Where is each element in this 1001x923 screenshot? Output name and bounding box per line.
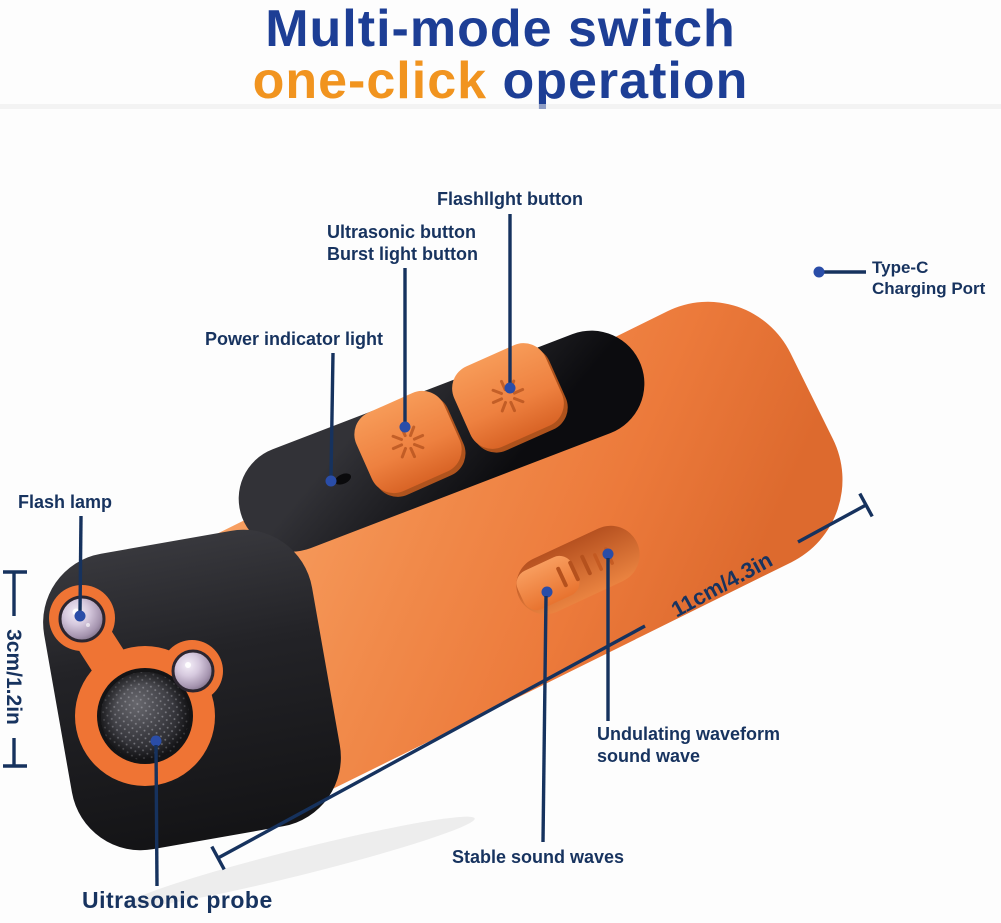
led-sparkle [185, 662, 191, 668]
leader-dot-ultrasonic-button [399, 421, 411, 433]
title-block: Multi-mode switch one-click operation [0, 0, 1001, 107]
label-line: Charging Port [872, 279, 986, 298]
ground-shadow [125, 816, 475, 908]
title-highlight: one-click [252, 52, 488, 110]
slider-rib [593, 553, 603, 571]
label-ultrasonic-burst-button: Ultrasonic button Burst light button [327, 221, 478, 265]
label-flashlight-button: Flashllght button [437, 189, 583, 209]
leader-dot-power-indicator [325, 475, 337, 487]
dim-stem [217, 624, 646, 860]
label-ultrasonic-probe: Uitrasonic probe [82, 887, 273, 913]
led-lens [171, 649, 215, 693]
label-line: Type-C [872, 258, 929, 277]
mesh-vignette [101, 672, 189, 760]
label-line: sound wave [597, 746, 701, 766]
flashlight-button [452, 343, 568, 453]
leader-dot-type-c [813, 266, 825, 278]
flashlight-icon [491, 379, 525, 413]
leader-line-flash-lamp [78, 515, 83, 614]
leader-dot-flash-lamp [74, 610, 86, 622]
label-line: Undulating waveform [597, 724, 781, 744]
title-line2: one-click operation [0, 55, 1001, 107]
label-flash-lamp: Flash lamp [18, 492, 113, 512]
label-undulating-waves: Undulating waveform sound wave [597, 723, 780, 767]
ultrasonic-burst-button [354, 390, 466, 497]
dim-cap [858, 492, 874, 518]
dimension-line-height [3, 570, 27, 768]
leader-dot-ultrasonic-probe [150, 735, 162, 747]
callout-lines [74, 214, 866, 887]
slider-rib [568, 560, 580, 582]
title-rest: operation [487, 52, 749, 110]
power-indicator-dot [334, 473, 352, 485]
flash-lamp-led-right [171, 649, 215, 693]
ultrasonic-burst-icon [391, 425, 425, 459]
leader-line-ultrasonic-probe [154, 744, 159, 887]
ultrasonic-probe-mesh [97, 668, 193, 764]
label-line: Ultrasonic button [327, 222, 476, 242]
leader-dot-stable-waves [541, 586, 553, 598]
leader-dot-flashlight-button [504, 382, 516, 394]
dimension-height-text: 3cm/1.2in [2, 629, 25, 725]
dim-stem [797, 503, 867, 544]
led-sparkle [86, 623, 90, 627]
slider-knob [516, 555, 580, 611]
label-type-c-port: Type-C Charging Port [872, 257, 985, 299]
button-face [452, 343, 564, 449]
slider-rib [580, 554, 592, 576]
title-line1: Multi-mode switch [265, 0, 736, 58]
dimension-line-length [210, 492, 874, 871]
background-band [0, 104, 1001, 109]
leader-dot-undulating-waves [602, 548, 614, 560]
label-power-indicator: Power indicator light [205, 329, 384, 349]
label-line: Burst light button [327, 244, 478, 264]
leader-line-stable-waves [541, 595, 548, 843]
label-stable-waves: Stable sound waves [452, 847, 625, 867]
leader-line-power-indicator [329, 352, 335, 479]
button-face [354, 390, 462, 494]
slider-rib [556, 566, 568, 588]
